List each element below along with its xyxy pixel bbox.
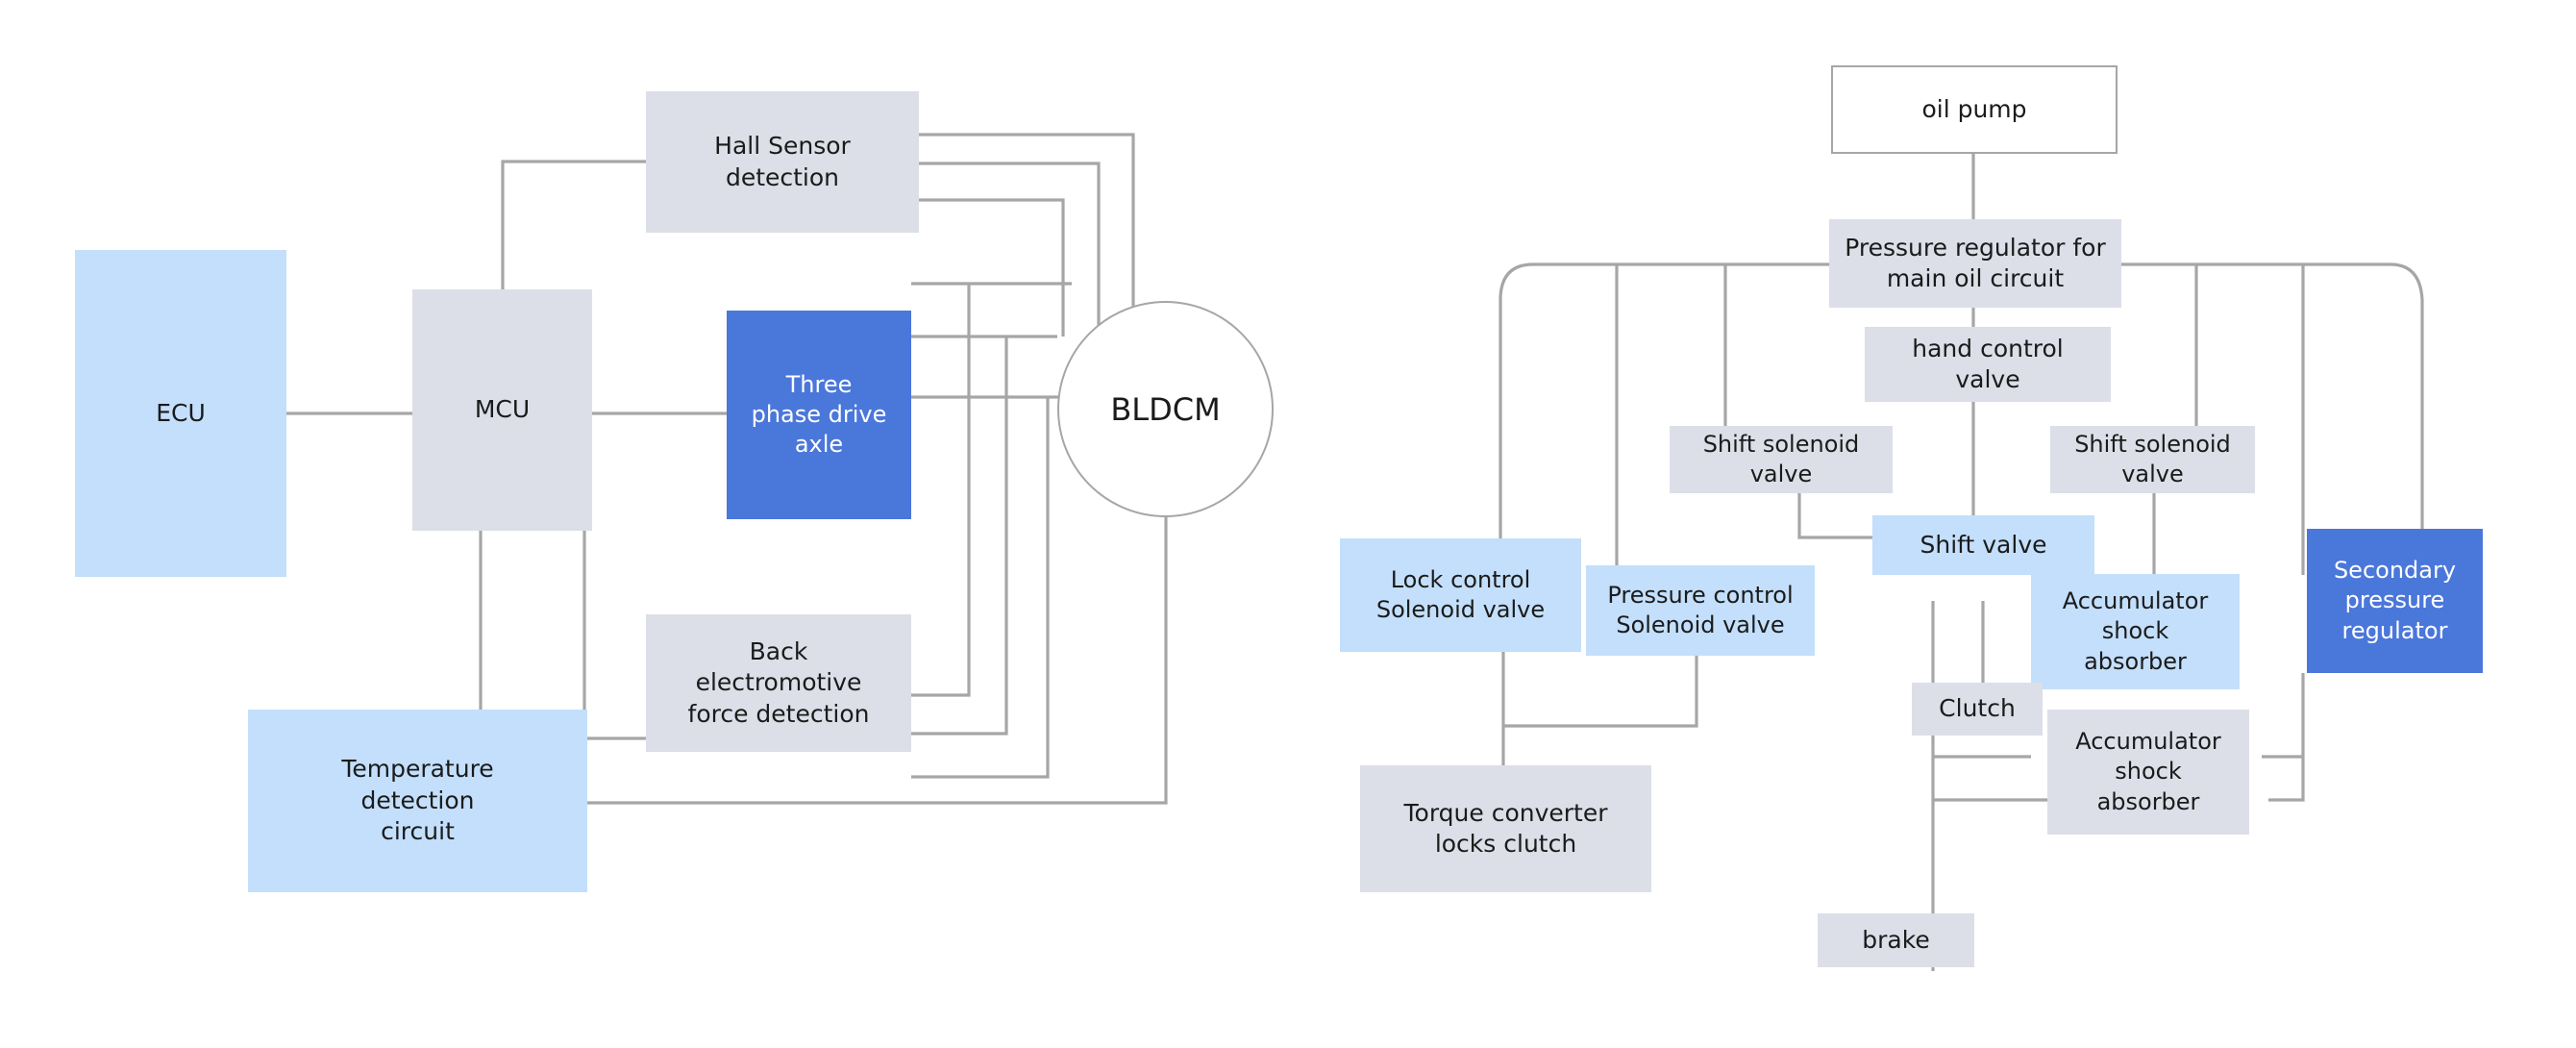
node-hand-control-valve-label: hand control valve [1912, 334, 2064, 394]
node-temperature-detection-circuit[interactable]: Temperature detection circuit [248, 710, 587, 892]
node-clutch-label: Clutch [1939, 694, 2016, 723]
node-mcu-label: MCU [474, 395, 531, 424]
node-lock-control-solenoid-valve-label: Lock control Solenoid valve [1375, 565, 1546, 623]
node-torque-converter-locks-clutch-label: Torque converter locks clutch [1403, 798, 1608, 859]
node-back-emf-detection[interactable]: Back electromotive force detection [646, 614, 911, 752]
node-clutch[interactable]: Clutch [1912, 683, 2043, 736]
wire-hall-bldcm-2 [919, 162, 1101, 351]
node-ecu[interactable]: ECU [75, 250, 286, 577]
node-accumulator-shock-absorber-lower-label: Accumulator shock absorber [2075, 728, 2221, 815]
node-back-emf-detection-label: Back electromotive force detection [687, 636, 870, 728]
node-brake[interactable]: brake [1818, 913, 1974, 967]
node-shift-solenoid-valve-right-label: Shift solenoid valve [2074, 430, 2231, 487]
wire-mcu-bemf [582, 531, 646, 740]
node-shift-valve[interactable]: Shift valve [1872, 515, 2094, 575]
node-shift-solenoid-valve-right[interactable]: Shift solenoid valve [2050, 426, 2255, 493]
node-pressure-control-solenoid-valve-label: Pressure control Solenoid valve [1607, 581, 1794, 638]
node-main-oil-pressure-regulator-label: Pressure regulator for main oil circuit [1845, 233, 2106, 293]
node-temperature-detection-circuit-label: Temperature detection circuit [341, 755, 494, 846]
node-brake-label: brake [1862, 925, 1930, 954]
node-mcu[interactable]: MCU [412, 289, 592, 531]
node-torque-converter-locks-clutch[interactable]: Torque converter locks clutch [1360, 765, 1651, 892]
node-secondary-pressure-regulator[interactable]: Secondary pressure regulator [2307, 529, 2483, 673]
node-bldcm[interactable]: BLDCM [1057, 301, 1274, 517]
node-main-oil-pressure-regulator[interactable]: Pressure regulator for main oil circuit [1829, 219, 2121, 308]
wire-accum2-secreg [2268, 673, 2305, 802]
node-hall-sensor-detection-label: Hall Sensor detection [714, 132, 851, 191]
wire-hall-bldcm-3 [919, 198, 1065, 337]
node-shift-solenoid-valve-left[interactable]: Shift solenoid valve [1670, 426, 1893, 493]
node-three-phase-drive-axle[interactable]: Three phase drive axle [727, 311, 911, 519]
node-hall-sensor-detection[interactable]: Hall Sensor detection [646, 91, 919, 233]
wire-bemf-bus-3 [911, 397, 1050, 779]
node-accumulator-shock-absorber-upper[interactable]: Accumulator shock absorber [2031, 574, 2240, 689]
wire-mcu-hall [501, 160, 646, 289]
node-ecu-label: ECU [156, 398, 206, 427]
node-accumulator-shock-absorber-lower[interactable]: Accumulator shock absorber [2047, 710, 2249, 835]
wire-presssol-torque [1503, 656, 1698, 728]
node-accumulator-shock-absorber-upper-label: Accumulator shock absorber [2062, 587, 2209, 675]
node-oil-pump[interactable]: oil pump [1831, 65, 2118, 154]
wire-bemf-bus-2 [911, 337, 1008, 736]
node-lock-control-solenoid-valve[interactable]: Lock control Solenoid valve [1340, 538, 1581, 652]
node-hand-control-valve[interactable]: hand control valve [1865, 327, 2111, 402]
node-oil-pump-label: oil pump [1921, 94, 2027, 123]
node-shift-solenoid-valve-left-label: Shift solenoid valve [1702, 430, 1860, 487]
wire-shiftvalve-trunk [1931, 601, 1944, 931]
node-three-phase-drive-axle-label: Three phase drive axle [751, 370, 887, 459]
node-secondary-pressure-regulator-label: Secondary pressure regulator [2333, 557, 2457, 644]
node-pressure-control-solenoid-valve[interactable]: Pressure control Solenoid valve [1586, 565, 1815, 656]
wire-bemf-bus-1 [911, 284, 971, 697]
node-bldcm-label: BLDCM [1110, 390, 1221, 428]
node-shift-valve-label: Shift valve [1920, 530, 2047, 559]
